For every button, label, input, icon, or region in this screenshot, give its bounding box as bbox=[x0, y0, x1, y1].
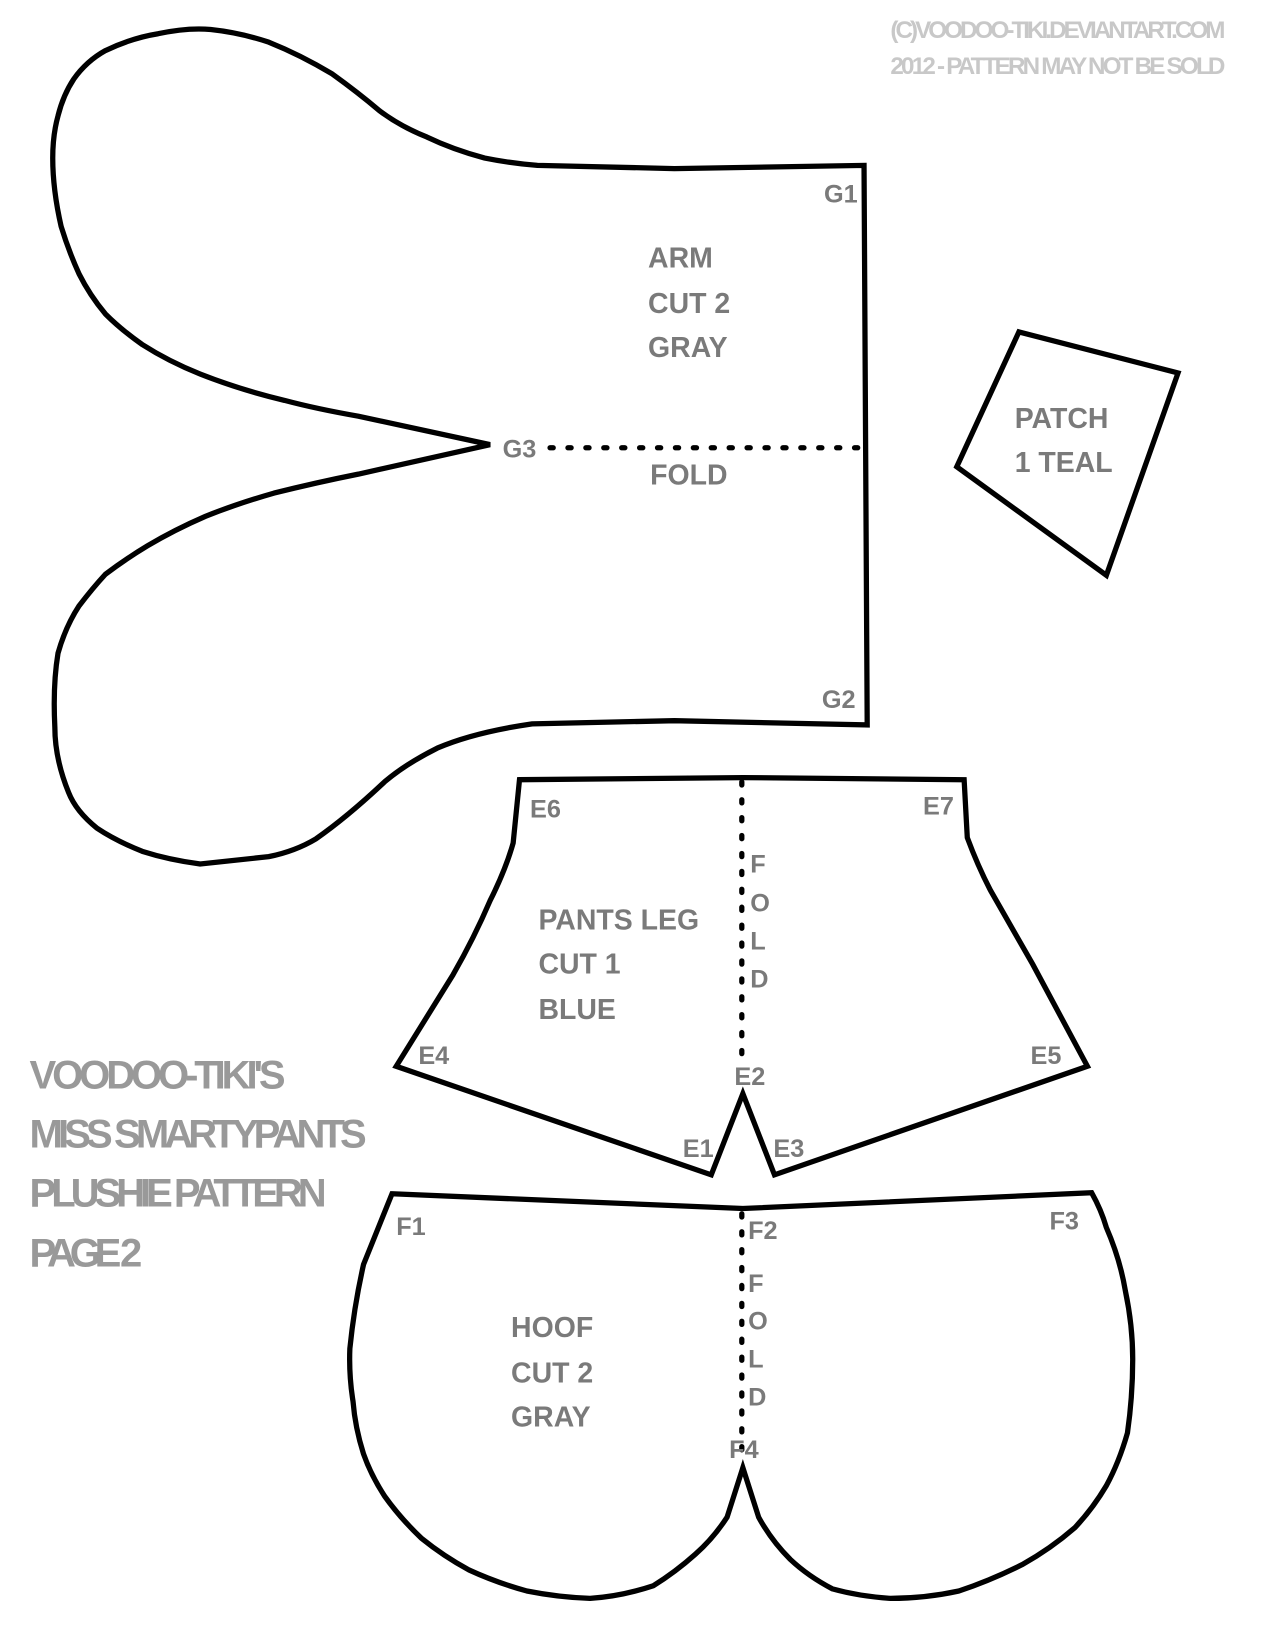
hoof-color: GRAY bbox=[511, 1402, 591, 1434]
hoof-fold-d: D bbox=[748, 1384, 766, 1412]
pants-fold-f: F bbox=[750, 850, 765, 878]
point-g2: G2 bbox=[822, 686, 856, 714]
arm-piece: ARM CUT 2 GRAY FOLD G1 G2 G3 bbox=[50, 26, 870, 867]
pants-leg-piece: PANTS LEG CUT 1 BLUE F O L D E6 E7 E4 E5… bbox=[392, 774, 1092, 1179]
patch-piece: PATCH 1 TEAL bbox=[953, 328, 1182, 580]
patch-cut: 1 TEAL bbox=[1015, 447, 1113, 479]
pants-fold-l: L bbox=[750, 927, 765, 955]
hoof-fold-o: O bbox=[748, 1308, 768, 1336]
hoof-piece: HOOF CUT 2 GRAY F O L D F1 F2 F3 F4 bbox=[347, 1190, 1136, 1602]
point-e3: E3 bbox=[773, 1135, 804, 1163]
point-g1: G1 bbox=[824, 180, 858, 208]
patch-outline bbox=[953, 328, 1182, 580]
copyright-line-1: (C)VOODOO-TIKI.DEVIANTART.COM bbox=[890, 17, 1225, 44]
hoof-fold-f: F bbox=[748, 1270, 763, 1298]
copyright-line-2: 2012 - PATTERN MAY NOT BE SOLD bbox=[890, 53, 1225, 80]
pants-leg-outline bbox=[392, 774, 1092, 1179]
point-e6: E6 bbox=[530, 796, 561, 824]
arm-outline bbox=[50, 26, 870, 867]
hoof-cut: CUT 2 bbox=[511, 1357, 593, 1389]
point-f2: F2 bbox=[748, 1217, 778, 1245]
pattern-title: VOODOO-TIKI'S MISS SMARTYPANTS PLUSHIE P… bbox=[30, 1053, 367, 1275]
title-line-4: PAGE 2 bbox=[30, 1231, 143, 1275]
hoof-name: HOOF bbox=[511, 1312, 593, 1344]
point-e7: E7 bbox=[923, 792, 954, 820]
point-e2: E2 bbox=[734, 1063, 765, 1091]
pants-name: PANTS LEG bbox=[538, 904, 699, 936]
hoof-outline bbox=[347, 1190, 1136, 1602]
arm-name: ARM bbox=[648, 243, 713, 275]
arm-fold-label: FOLD bbox=[650, 460, 727, 492]
hoof-fold-l: L bbox=[748, 1346, 763, 1374]
point-e1: E1 bbox=[683, 1135, 714, 1163]
arm-cut: CUT 2 bbox=[648, 288, 730, 320]
patch-name: PATCH bbox=[1015, 403, 1109, 435]
point-g3: G3 bbox=[503, 435, 537, 463]
title-line-1: VOODOO-TIKI'S bbox=[30, 1053, 286, 1097]
point-e5: E5 bbox=[1031, 1042, 1062, 1070]
pants-fold-d: D bbox=[750, 965, 768, 993]
point-e4: E4 bbox=[418, 1042, 449, 1070]
pants-color: BLUE bbox=[538, 994, 615, 1026]
arm-color: GRAY bbox=[648, 332, 728, 364]
point-f4: F4 bbox=[729, 1436, 758, 1464]
point-f1: F1 bbox=[396, 1213, 425, 1241]
title-line-3: PLUSHIE PATTERN bbox=[30, 1171, 327, 1215]
point-f3: F3 bbox=[1049, 1208, 1079, 1236]
title-line-2: MISS SMARTYPANTS bbox=[30, 1112, 367, 1156]
pants-fold-o: O bbox=[750, 889, 770, 917]
pants-cut: CUT 1 bbox=[538, 949, 620, 981]
